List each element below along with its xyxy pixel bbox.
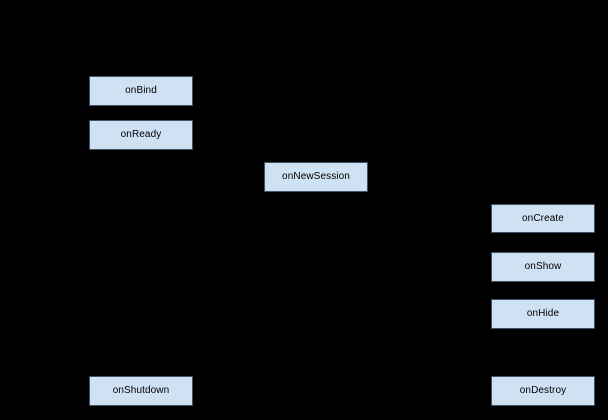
node-onnewsession-label: onNewSession (282, 171, 350, 182)
node-onshow: onShow (491, 252, 595, 282)
node-onbind-label: onBind (125, 85, 157, 96)
node-onshutdown-label: onShutdown (112, 385, 170, 396)
node-onnewsession: onNewSession (264, 162, 368, 192)
node-onready-label: onReady (120, 129, 162, 140)
node-onready: onReady (89, 120, 193, 150)
node-onshutdown: onShutdown (89, 376, 193, 406)
node-ondestroy: onDestroy (491, 376, 595, 406)
node-oncreate: onCreate (491, 204, 595, 233)
node-onshow-label: onShow (524, 261, 562, 272)
node-onbind: onBind (89, 76, 193, 106)
node-onhide: onHide (491, 299, 595, 329)
node-ondestroy-label: onDestroy (519, 385, 567, 396)
node-onhide-label: onHide (526, 308, 560, 319)
node-oncreate-label: onCreate (522, 212, 564, 224)
